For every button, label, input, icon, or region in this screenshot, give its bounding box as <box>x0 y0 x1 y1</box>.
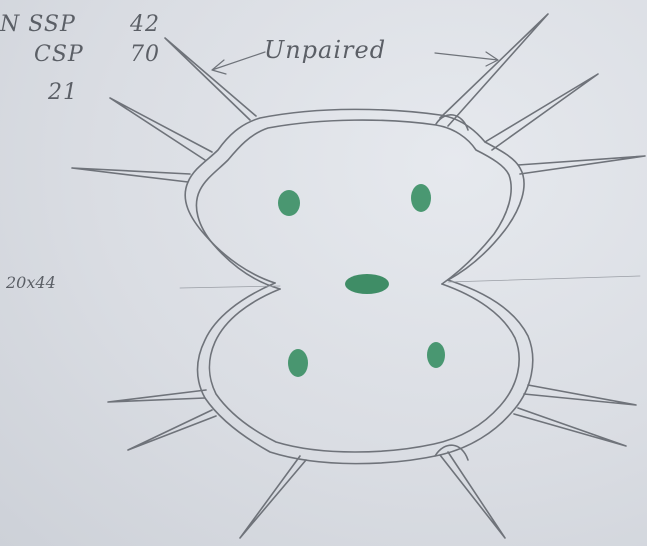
ssp-value: 42 <box>130 12 160 37</box>
isthmus-line <box>180 276 640 288</box>
spine <box>518 156 645 174</box>
csp-label: CSP <box>34 42 84 67</box>
cell-inner-bottom <box>209 284 519 452</box>
chloroplast <box>411 184 431 212</box>
chloroplast <box>345 274 389 294</box>
arrow-right <box>435 52 498 66</box>
chloroplast <box>427 342 445 368</box>
cell-outline-bottom <box>198 280 533 464</box>
count-value: 21 <box>48 80 78 105</box>
ssp-label: N SSP <box>0 12 76 37</box>
spine <box>128 410 216 450</box>
spine <box>108 390 206 402</box>
arrow-left <box>212 52 265 74</box>
spine <box>72 168 190 182</box>
spine <box>440 452 505 538</box>
spine <box>110 98 212 160</box>
chloroplast <box>288 349 308 377</box>
spine <box>165 38 256 120</box>
chloroplast <box>278 190 300 216</box>
unpaired-annotation: Unpaired <box>264 36 386 64</box>
dimensions-note: 20x44 <box>6 273 56 292</box>
spine <box>514 408 626 446</box>
csp-value: 70 <box>130 42 160 67</box>
spine <box>440 14 548 126</box>
spine <box>524 385 636 405</box>
chloroplasts <box>278 184 445 377</box>
cell-inner-top <box>196 120 511 289</box>
spine <box>485 74 598 150</box>
spine <box>240 456 306 538</box>
